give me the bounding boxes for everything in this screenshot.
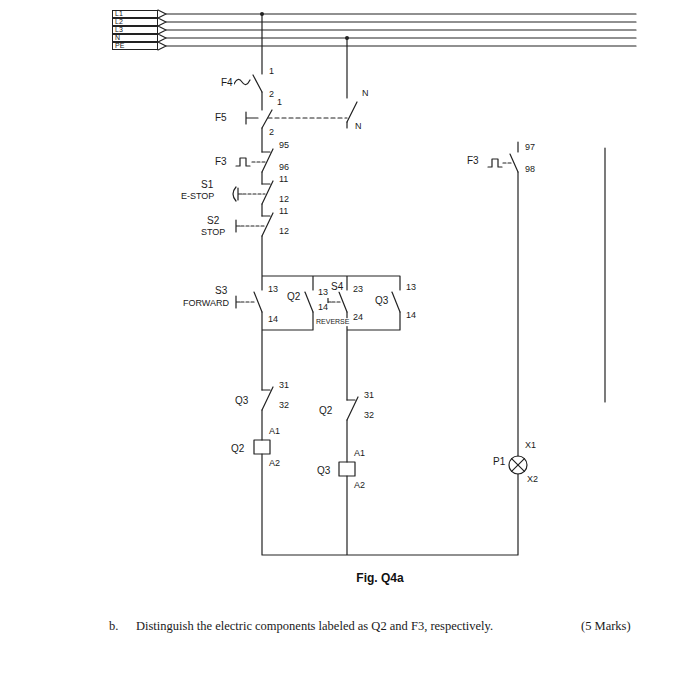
component-label: 31 xyxy=(278,381,290,391)
component-label: S3 xyxy=(214,285,228,296)
interlock-contact xyxy=(262,387,273,410)
interlock-contact xyxy=(347,397,358,420)
component-label: 32 xyxy=(278,401,290,411)
wire xyxy=(262,14,518,555)
mechanical-link xyxy=(241,225,265,226)
component-label: 31 xyxy=(363,391,375,401)
mechanical-link xyxy=(503,162,513,163)
line-name: L1 xyxy=(115,10,123,17)
component-label: Q2 xyxy=(230,443,245,454)
component-label: STOP xyxy=(200,228,226,238)
lamp-symbol xyxy=(509,456,527,474)
question-number: b. xyxy=(108,620,119,634)
emergency-stop-contact xyxy=(233,181,273,204)
component-label: 12 xyxy=(278,195,290,205)
component-label: A1 xyxy=(268,427,281,437)
component-label: 1 xyxy=(268,67,275,77)
component-label: FORWARD xyxy=(182,299,230,309)
switch-contact xyxy=(246,110,272,128)
overload-contact xyxy=(488,154,518,172)
component-label: Q3 xyxy=(374,295,389,306)
line-name: N xyxy=(115,34,120,41)
lamp-cross xyxy=(512,459,525,472)
bus-tag: N xyxy=(112,34,158,42)
component-label: Q3 xyxy=(234,395,249,406)
component-label: 14 xyxy=(267,315,279,325)
component-label: A2 xyxy=(268,459,281,469)
component-label: 96 xyxy=(278,163,290,173)
component-label: 14 xyxy=(317,303,329,313)
line-name: PE xyxy=(115,42,124,49)
component-label: 13 xyxy=(405,283,417,293)
bus-tag: L2 xyxy=(112,18,158,26)
component-label: 2 xyxy=(268,128,275,138)
figure-caption: Fig. Q4a xyxy=(356,571,403,585)
contactor-coil xyxy=(254,440,270,454)
component-label: A2 xyxy=(353,481,366,491)
component-label: 12 xyxy=(278,227,290,237)
component-label: 23 xyxy=(352,285,364,295)
component-label: Q2 xyxy=(286,291,301,302)
bus-bar xyxy=(166,14,636,46)
component-label: 13 xyxy=(317,288,329,298)
component-label: 98 xyxy=(524,165,536,175)
mechanical-link xyxy=(252,161,265,162)
contactor-coil xyxy=(339,462,355,476)
component-label: F3 xyxy=(466,155,480,166)
marks-note: (5 Marks) xyxy=(580,620,632,634)
component-label: S4 xyxy=(330,281,344,292)
component-label: F3 xyxy=(214,156,228,167)
line-name: L2 xyxy=(115,18,123,25)
component-label: F4 xyxy=(220,77,234,88)
overload-contact xyxy=(236,149,273,172)
junction-dot xyxy=(260,12,264,16)
line-name: L3 xyxy=(115,26,123,33)
forward-contact xyxy=(236,292,262,312)
component-label: A1 xyxy=(353,449,366,459)
component-label: 14 xyxy=(405,311,417,321)
component-label: REVERSE xyxy=(315,318,350,326)
component-label: S2 xyxy=(206,215,220,226)
neutral-contact xyxy=(347,102,357,122)
component-label: P1 xyxy=(492,456,506,467)
component-label: 13 xyxy=(267,285,279,295)
component-label: X2 xyxy=(526,475,539,485)
holding-contact xyxy=(305,292,313,312)
bus-tag: L1 xyxy=(112,10,158,18)
component-label: Q3 xyxy=(316,465,331,476)
holding-contact xyxy=(392,292,400,312)
component-label: E-STOP xyxy=(180,192,215,202)
component-label: 24 xyxy=(352,313,364,323)
mechanical-link xyxy=(241,301,256,302)
component-label: 11 xyxy=(278,207,289,217)
component-label: 2 xyxy=(268,90,275,100)
component-label: S1 xyxy=(200,179,214,190)
bus-tag: L3 xyxy=(112,26,158,34)
component-label: N xyxy=(354,122,363,132)
question-text: Distinguish the electric components labe… xyxy=(135,620,494,634)
stop-contact xyxy=(236,213,273,236)
component-label: 97 xyxy=(524,143,536,153)
component-label: 1 xyxy=(276,98,283,108)
bus-tag-tip xyxy=(158,10,166,50)
component-label: Q2 xyxy=(318,405,333,416)
component-label: N xyxy=(361,89,370,99)
reverse-contact xyxy=(328,292,347,312)
breaker-contact xyxy=(234,75,262,92)
mechanical-link xyxy=(332,301,342,302)
component-label: X1 xyxy=(524,441,537,451)
mechanical-link xyxy=(268,117,347,118)
component-label: F5 xyxy=(214,112,228,123)
side-line xyxy=(604,148,605,402)
component-label: 32 xyxy=(363,411,375,421)
mechanical-link xyxy=(243,193,265,194)
junction-dot xyxy=(345,36,349,40)
component-label: 11 xyxy=(278,175,289,185)
bus-tag: PE xyxy=(112,42,158,50)
component-label: 95 xyxy=(278,141,290,151)
